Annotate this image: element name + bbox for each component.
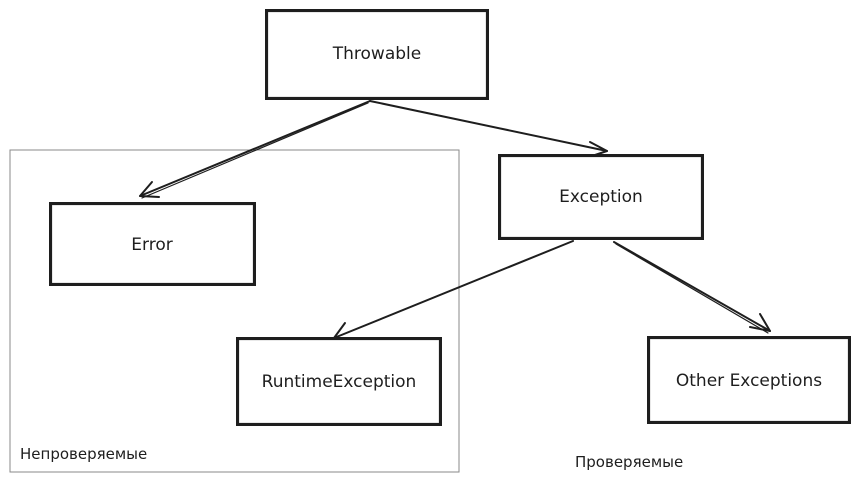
node-exception-label: Exception [559,187,643,207]
node-throwable: Throwable [265,9,489,100]
edge-exception-runtimeexception [333,240,574,340]
node-error: Error [49,202,256,286]
checked-group-label: Проверяемые [575,453,683,471]
unchecked-group-label: Непроверяемые [20,445,147,463]
node-error-label: Error [131,235,172,255]
node-exception: Exception [498,154,704,240]
edge-throwable-error [139,100,371,199]
edge-throwable-exception [369,100,608,158]
edge-exception-otherexceptions [613,241,771,334]
node-throwable-label: Throwable [332,44,421,64]
node-other-exceptions-label: Other Exceptions [676,371,822,391]
unchecked-group-frame [9,149,460,473]
node-runtime-exception: RuntimeException [236,337,442,426]
node-other-exceptions: Other Exceptions [647,336,851,424]
node-runtime-exception-label: RuntimeException [262,372,417,392]
